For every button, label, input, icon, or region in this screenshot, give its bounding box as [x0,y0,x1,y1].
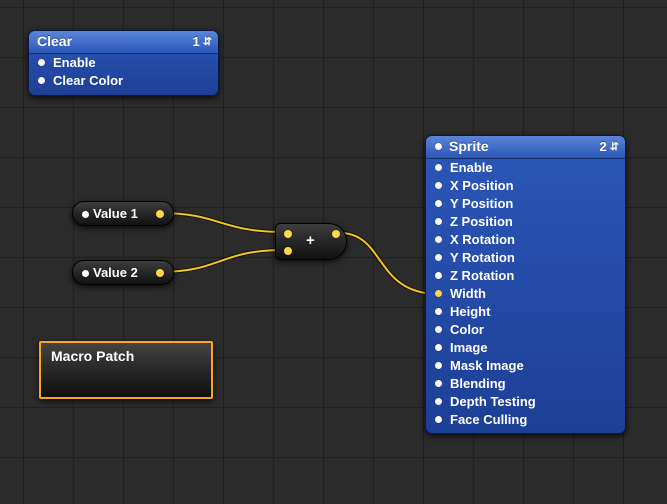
sprite-input-enable[interactable]: Enable [426,159,625,177]
port-label: Y Rotation [450,250,515,265]
sprite-input-y-position[interactable]: Y Position [426,195,625,213]
plus-icon: + [306,232,315,249]
input-port-icon[interactable] [435,272,442,279]
sprite-input-z-position[interactable]: Z Position [426,213,625,231]
clear-input-enable[interactable]: Enable [29,54,218,72]
input-port-icon[interactable] [82,270,89,277]
input-port-icon[interactable] [284,230,292,238]
port-label: Face Culling [450,412,528,427]
port-label: Width [450,286,486,301]
input-port-icon[interactable] [435,290,442,297]
input-port-icon[interactable] [435,200,442,207]
clear-counter-value: 1 [192,34,200,49]
up-down-arrows-icon[interactable]: ⇵ [202,36,212,48]
sprite-patch-header[interactable]: Sprite 2⇵ [426,136,625,159]
port-label: Height [450,304,491,319]
sprite-input-x-rotation[interactable]: X Rotation [426,231,625,249]
clear-patch-counter[interactable]: 1⇵ [193,31,212,54]
value2-patch[interactable]: Value 2 [72,260,174,285]
input-port-icon[interactable] [435,164,442,171]
sprite-input-mask-image[interactable]: Mask Image [426,357,625,375]
sprite-input-image[interactable]: Image [426,339,625,357]
input-port-icon[interactable] [38,59,45,66]
sprite-input-color[interactable]: Color [426,321,625,339]
port-label: Depth Testing [450,394,536,409]
clear-patch-title: Clear [37,33,73,49]
input-port-icon[interactable] [435,182,442,189]
sprite-input-face-culling[interactable]: Face Culling [426,411,625,429]
sprite-patch-counter[interactable]: 2⇵ [600,136,619,159]
port-label: Enable [53,55,96,70]
up-down-arrows-icon[interactable]: ⇵ [609,141,619,153]
sprite-input-x-position[interactable]: X Position [426,177,625,195]
sprite-patch-title: Sprite [449,138,489,154]
input-port-icon[interactable] [284,247,292,255]
port-label: Y Position [450,196,514,211]
sprite-input-z-rotation[interactable]: Z Rotation [426,267,625,285]
port-label: Clear Color [53,73,124,88]
input-port-icon[interactable] [38,77,45,84]
input-port-icon[interactable] [435,236,442,243]
clear-patch-header[interactable]: Clear 1⇵ [29,31,218,54]
sprite-input-width[interactable]: Width [426,285,625,303]
sprite-input-list: Enable X Position Y Position Z Position X Ro… [426,159,625,429]
sprite-input-blending[interactable]: Blending [426,375,625,393]
macro-patch[interactable]: Macro Patch [39,341,213,399]
port-label: X Position [450,178,514,193]
input-port-icon[interactable] [435,254,442,261]
input-port-icon[interactable] [82,211,89,218]
port-label: Color [450,322,484,337]
input-port-icon[interactable] [435,308,442,315]
input-port-icon[interactable] [435,362,442,369]
value2-label: Value 2 [93,265,138,280]
wire-value1-to-add [158,211,286,234]
port-label: Enable [450,160,493,175]
sprite-counter-value: 2 [599,139,607,154]
add-patch[interactable]: + [275,223,347,260]
port-label: Z Position [450,214,513,229]
port-label: X Rotation [450,232,515,247]
sprite-input-y-rotation[interactable]: Y Rotation [426,249,625,267]
sprite-input-depth-testing[interactable]: Depth Testing [426,393,625,411]
value1-label: Value 1 [93,206,138,221]
input-port-icon[interactable] [435,380,442,387]
macro-patch-title: Macro Patch [51,348,135,364]
sprite-patch[interactable]: Sprite 2⇵ Enable X Position Y Position Z Po… [425,135,626,434]
wire-value2-to-add [158,248,286,274]
input-port-icon[interactable] [435,344,442,351]
input-port-icon[interactable] [435,416,442,423]
port-label: Blending [450,376,506,391]
clear-input-clear-color[interactable]: Clear Color [29,72,218,90]
input-port-icon[interactable] [435,398,442,405]
output-port-icon[interactable] [332,230,340,238]
sprite-input-height[interactable]: Height [426,303,625,321]
enable-port-icon[interactable] [435,143,442,150]
wire-add-to-width [338,231,440,296]
input-port-icon[interactable] [435,218,442,225]
clear-patch[interactable]: Clear 1⇵ Enable Clear Color [28,30,219,96]
port-label: Image [450,340,488,355]
port-label: Mask Image [450,358,524,373]
value1-patch[interactable]: Value 1 [72,201,174,226]
output-port-icon[interactable] [156,269,164,277]
port-label: Z Rotation [450,268,515,283]
input-port-icon[interactable] [435,326,442,333]
output-port-icon[interactable] [156,210,164,218]
